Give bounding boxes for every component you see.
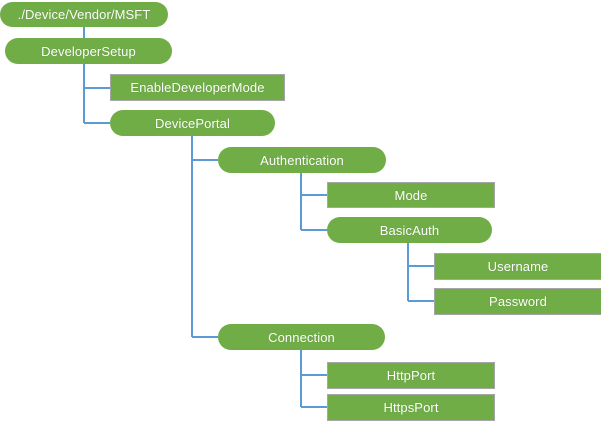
- node-label-password: Password: [489, 294, 547, 309]
- node-label-root: ./Device/Vendor/MSFT: [17, 7, 151, 22]
- node-mode[interactable]: Mode: [327, 182, 495, 208]
- node-label-username: Username: [487, 259, 549, 274]
- node-root[interactable]: ./Device/Vendor/MSFT: [0, 2, 168, 27]
- node-enabledevelopermode[interactable]: EnableDeveloperMode: [110, 74, 285, 101]
- node-deviceportal[interactable]: DevicePortal: [110, 110, 275, 136]
- node-httpport[interactable]: HttpPort: [327, 362, 495, 389]
- node-label-deviceportal: DevicePortal: [155, 115, 230, 131]
- node-basicauth[interactable]: BasicAuth: [327, 217, 492, 243]
- node-label-developersetup: DeveloperSetup: [41, 43, 136, 59]
- node-password[interactable]: Password: [434, 288, 601, 315]
- node-label-basicauth: BasicAuth: [379, 222, 440, 238]
- node-label-connection: Connection: [268, 329, 335, 345]
- node-label-authentication: Authentication: [260, 152, 344, 168]
- node-httpsport[interactable]: HttpsPort: [327, 394, 495, 421]
- node-username[interactable]: Username: [434, 253, 601, 280]
- node-connection[interactable]: Connection: [218, 324, 385, 350]
- node-developersetup[interactable]: DeveloperSetup: [5, 38, 172, 64]
- node-label-httpport: HttpPort: [386, 368, 436, 383]
- node-label-enabledevelopermode: EnableDeveloperMode: [130, 80, 265, 95]
- node-authentication[interactable]: Authentication: [218, 147, 386, 173]
- node-label-mode: Mode: [394, 187, 428, 203]
- node-label-httpsport: HttpsPort: [383, 400, 439, 415]
